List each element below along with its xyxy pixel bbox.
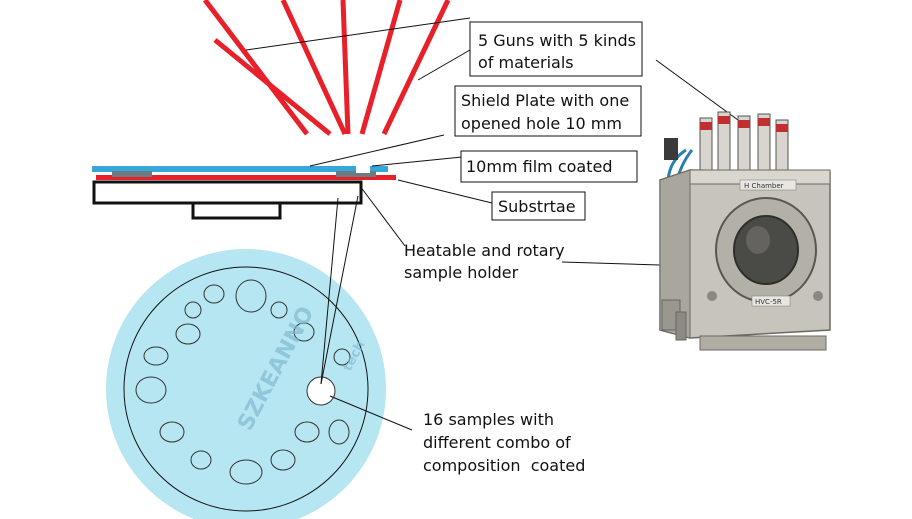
substrate-film-layer (96, 175, 396, 180)
label-holder: Heatable and rotary sample holder (404, 241, 565, 282)
label-samples-line3: composition coated (423, 456, 585, 475)
chamber-nameplate-bottom (751, 295, 791, 307)
chamber-nameplate-top (739, 179, 797, 191)
label-guns-line1: 5 Guns with 5 kinds (478, 31, 636, 50)
shield-bracket-left (112, 171, 152, 177)
sample-spot (328, 419, 350, 445)
deposition-rays (203, 0, 451, 136)
deposition-ray (280, 0, 348, 136)
selected-sample-spot (306, 376, 336, 406)
sputter-guns (664, 111, 789, 186)
holder-stem (191, 201, 282, 220)
deposition-ray (359, 0, 403, 135)
sample-wafer: SZKEANNO tech (106, 249, 386, 519)
label-guns-line2: of materials (478, 53, 574, 72)
chamber-nameplate-bottom-text: HVC-5R (755, 298, 782, 306)
label-film-box (460, 150, 638, 183)
sample-spot (270, 449, 296, 471)
label-guns-box (469, 21, 643, 77)
label-film-text: 10mm film coated (466, 157, 612, 176)
chamber-side (659, 169, 691, 339)
chamber-nameplate-top-text: H Chamber (744, 182, 784, 190)
label-substrate-box (491, 191, 586, 221)
label-shield: Shield Plate with one opened hole 10 mm (454, 85, 642, 137)
sample-spot (184, 301, 202, 319)
sample-spot (235, 279, 267, 313)
sample-spot (293, 322, 315, 342)
label-guns: 5 Guns with 5 kinds of materials (469, 21, 643, 77)
label-samples-line1: 16 samples with (423, 410, 554, 429)
shield-plate (92, 166, 388, 172)
deposition-ray (213, 38, 332, 136)
sample-spot (190, 450, 212, 470)
sample-spot (175, 323, 201, 345)
sample-spot (333, 348, 351, 366)
sample-spot (270, 301, 288, 319)
deposition-ray (340, 0, 351, 135)
label-samples-line2: different combo of (423, 433, 571, 452)
shield-bracket-right (336, 171, 376, 177)
label-film: 10mm film coated (460, 150, 638, 183)
label-samples: 16 samples with different combo of compo… (423, 410, 585, 475)
shield-hole (356, 165, 370, 173)
sample-spot (294, 421, 320, 443)
sample-spots (135, 279, 351, 485)
wafer-disc (106, 249, 386, 519)
label-shield-line2: opened hole 10 mm (461, 114, 622, 133)
deposition-ray (203, 0, 309, 136)
sample-spot (159, 421, 185, 443)
label-shield-box (454, 85, 642, 137)
substrate-stack (92, 165, 396, 220)
label-substrate: Substrtae (491, 191, 586, 221)
holder-body (92, 180, 363, 205)
label-holder-line2: sample holder (404, 263, 519, 282)
label-shield-line1: Shield Plate with one (461, 91, 629, 110)
sample-spot (229, 459, 263, 485)
label-substrate-text: Substrtae (498, 197, 576, 216)
label-holder-line1: Heatable and rotary (404, 241, 565, 260)
sample-spot (143, 346, 169, 366)
vacuum-chamber-image: H Chamber HVC-5R (659, 111, 831, 351)
wafer-outline (123, 266, 369, 512)
sample-spot (203, 284, 225, 304)
sample-spot (135, 376, 167, 404)
